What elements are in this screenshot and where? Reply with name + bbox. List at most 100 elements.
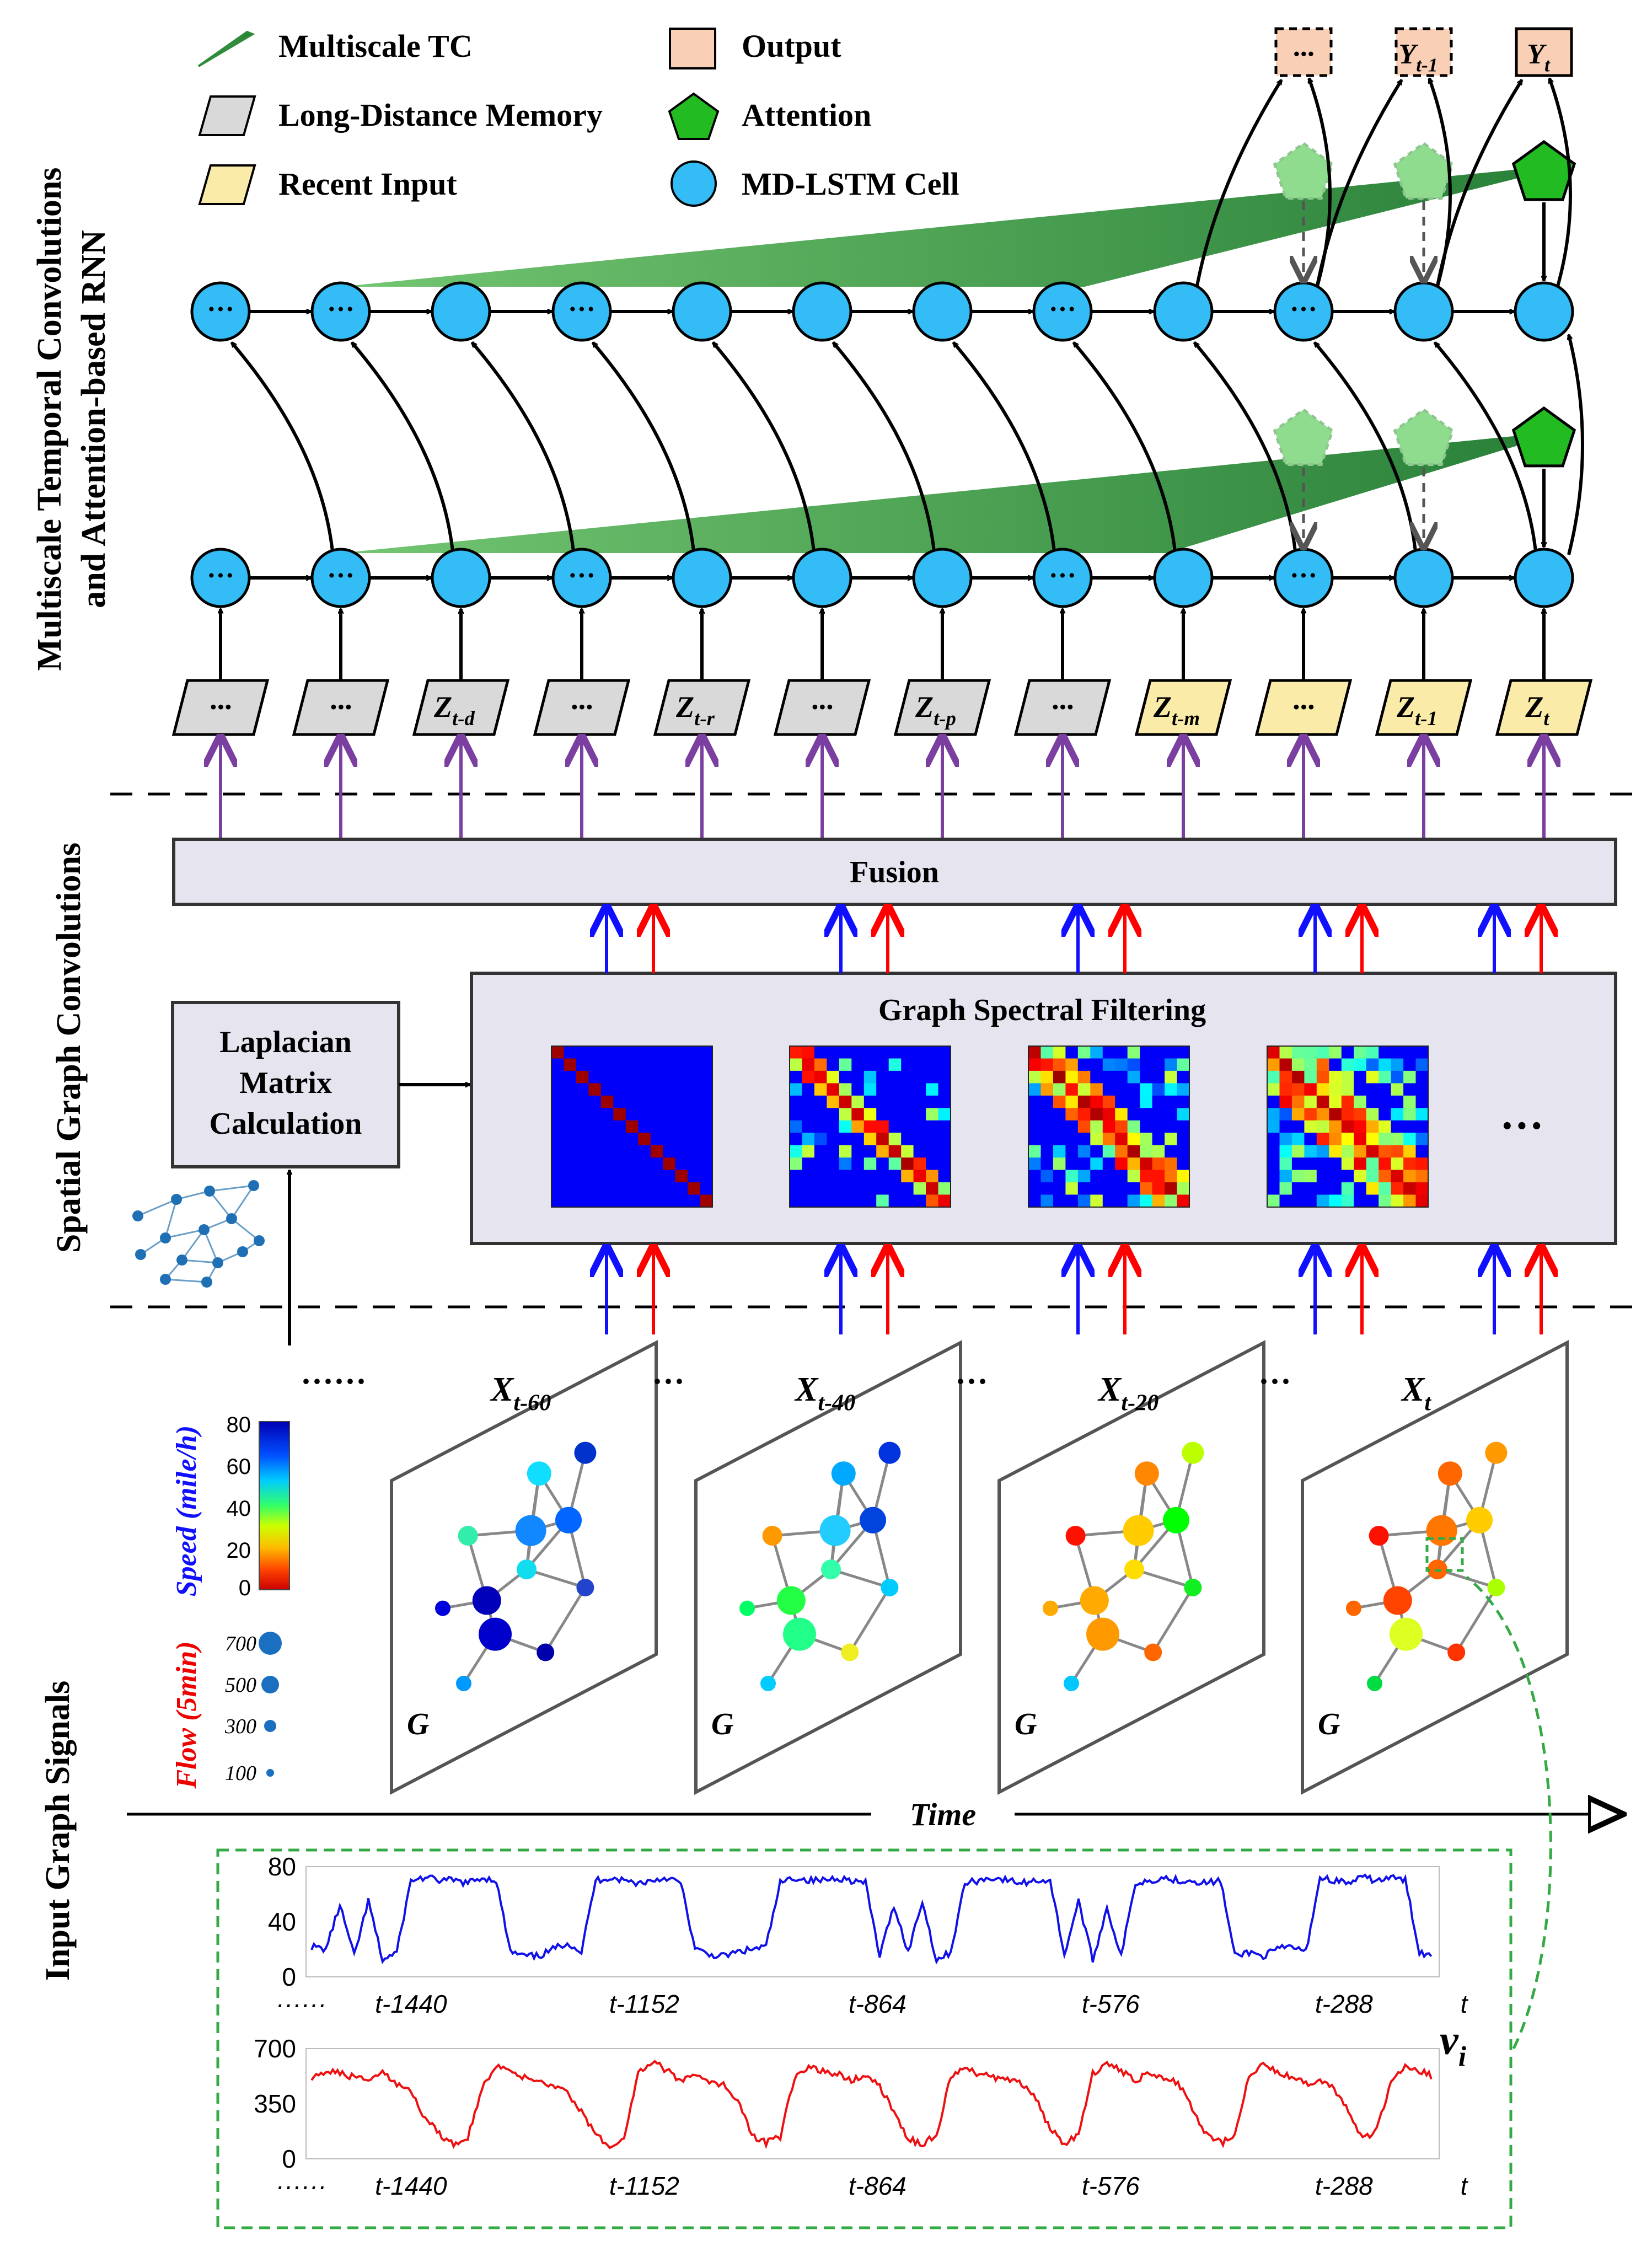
node-detail-box [216, 1848, 1512, 2229]
speed-tick-80: 80 [227, 1413, 251, 1437]
matrix-3-cell-1-0 [1267, 1058, 1280, 1071]
chart-1-xtick-6: t [1461, 2172, 1469, 2200]
frame-0-node-11 [456, 1675, 471, 1691]
matrix-2-cell-3-10 [1152, 1083, 1165, 1096]
matrix-2-cell-1-2 [1053, 1058, 1066, 1071]
matrix-0-cell-0-1 [564, 1046, 577, 1059]
matrix-3-cell-2-3 [1304, 1070, 1317, 1084]
matrix-1-cell-9-5 [851, 1157, 865, 1171]
frame-plane-1 [694, 1340, 962, 1795]
matrix-2-cell-3-1 [1040, 1083, 1054, 1096]
matrix-2-cell-4-10 [1152, 1095, 1165, 1108]
mini-node-10 [212, 1257, 223, 1268]
input-label-8: Zt-m [1153, 690, 1200, 730]
frame-label-0-sub: t-60 [513, 1390, 551, 1416]
node-vi-label: vi [1440, 2017, 1467, 2072]
matrix-2-cell-0-2 [1053, 1046, 1066, 1059]
matrix-3-cell-3-7 [1354, 1083, 1367, 1096]
matrix-3-cell-9-9 [1379, 1157, 1392, 1171]
mini-edge-16 [208, 1191, 233, 1219]
input-label-10: Zt-1 [1396, 690, 1438, 730]
matrix-0-cell-8-11 [688, 1145, 701, 1158]
matrix-3-cell-9-4 [1316, 1157, 1329, 1171]
md-lstm-cell-r1-3 [551, 548, 612, 608]
md-lstm-cell-r0-3 [551, 281, 612, 342]
matrix-1-cell-4-0 [790, 1095, 803, 1108]
matrix-0-cell-11-1 [564, 1182, 577, 1195]
flow-size-legend: 700 500 300 100 [224, 1632, 282, 1785]
matrix-2-cell-0-0 [1028, 1046, 1042, 1059]
matrix-3-cell-4-2 [1291, 1095, 1305, 1108]
matrix-0-cell-10-11 [688, 1170, 701, 1183]
matrix-0-cell-6-11 [688, 1120, 701, 1133]
matrix-0-cell-12-5 [613, 1194, 626, 1208]
mini-node-13 [160, 1274, 171, 1285]
input-label-10-sub: t-1 [1415, 707, 1438, 730]
matrix-3-cell-11-4 [1316, 1182, 1329, 1195]
matrix-1-cell-9-2 [814, 1157, 827, 1171]
matrix-0-cell-2-2 [576, 1070, 589, 1084]
matrix-1-cell-3-2 [814, 1083, 827, 1096]
matrix-0-cell-10-2 [576, 1170, 589, 1183]
matrix-1-cell-8-6 [863, 1145, 877, 1158]
matrix-2-cell-1-8 [1127, 1058, 1140, 1071]
matrix-1-cell-0-3 [827, 1046, 840, 1059]
frame-3-node-10 [1447, 1643, 1466, 1661]
matrix-3-cell-1-3 [1304, 1058, 1317, 1071]
tc-band-bottom [341, 435, 1536, 553]
matrix-0-cell-6-3 [588, 1120, 602, 1133]
matrix-0-cell-3-11 [688, 1083, 701, 1096]
output-label-1-base: Y [1398, 39, 1418, 70]
matrix-2-cell-11-0 [1028, 1182, 1042, 1195]
frame-2-node-6 [1184, 1579, 1202, 1596]
chart-0-xtick-0: ······ [276, 1990, 326, 2018]
md-lstm-cell-r0-7 [1032, 281, 1093, 342]
matrix-2-cell-3-8 [1127, 1083, 1140, 1096]
matrix-2-cell-7-6 [1102, 1133, 1115, 1146]
matrix-0-cell-3-3 [588, 1083, 602, 1096]
matrix-1-cell-10-5 [851, 1170, 865, 1183]
matrix-0-cell-6-5 [613, 1120, 626, 1133]
matrix-0-cell-1-2 [576, 1058, 589, 1071]
matrix-3-cell-5-6 [1341, 1108, 1354, 1121]
matrix-1-cell-2-4 [839, 1070, 852, 1084]
cell-dots-r1-9: ··· [1290, 560, 1317, 591]
chart-0-series-line [310, 1873, 1433, 1965]
matrix-1-cell-6-7 [876, 1120, 889, 1133]
matrix-1-cell-6-1 [802, 1120, 815, 1133]
chart-0-ytick-0: 80 [268, 1852, 296, 1881]
matrix-2-cell-3-11 [1165, 1083, 1178, 1096]
matrix-1-cell-9-9 [901, 1157, 914, 1171]
matrix-1-cell-8-8 [888, 1145, 902, 1158]
matrix-1-cell-8-12 [938, 1145, 951, 1158]
matrix-3-cell-8-7 [1354, 1145, 1367, 1158]
matrix-0-cell-8-8 [650, 1145, 663, 1158]
matrix-3-cell-4-12 [1415, 1095, 1429, 1108]
attention-r1 [1511, 406, 1576, 468]
matrix-1-cell-7-1 [802, 1133, 815, 1146]
legend-attention: Attention [742, 97, 871, 133]
matrix-1-cell-5-11 [926, 1108, 939, 1121]
matrix-0-cell-3-9 [663, 1083, 676, 1096]
matrix-0-cell-5-1 [564, 1108, 577, 1121]
frame-3-node-7 [1346, 1600, 1361, 1616]
matrix-1-cell-10-0 [790, 1170, 803, 1183]
matrix-1-cell-12-10 [913, 1194, 926, 1208]
matrix-3-cell-7-3 [1304, 1133, 1317, 1146]
matrix-1-cell-5-0 [790, 1108, 803, 1121]
matrix-2-cell-12-2 [1053, 1194, 1066, 1208]
matrix-2-cell-5-9 [1140, 1108, 1153, 1121]
matrix-1-cell-4-7 [876, 1095, 889, 1108]
matrix-0-cell-4-7 [638, 1095, 651, 1108]
matrix-3-cell-10-11 [1403, 1170, 1417, 1183]
md-lstm-cell-r1-1 [310, 548, 371, 608]
matrix-3-cell-11-1 [1279, 1182, 1292, 1195]
matrix-1-cell-3-7 [876, 1083, 889, 1096]
mini-node-6 [226, 1213, 237, 1224]
matrix-0-cell-9-7 [638, 1157, 651, 1171]
matrix-3-cell-0-11 [1403, 1046, 1417, 1059]
input-label-4-sub: t-r [694, 707, 715, 730]
matrix-2-cell-3-6 [1102, 1083, 1115, 1096]
